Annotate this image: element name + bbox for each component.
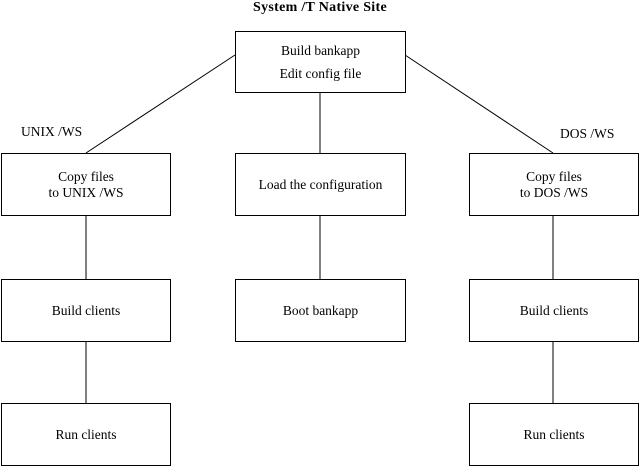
connector-top-to-unix-diagonal — [85, 54, 236, 154]
box-text-line: Load the configuration — [258, 176, 383, 192]
box-boot-bankapp: Boot bankapp — [235, 279, 406, 342]
column-label-unix-ws: UNIX /WS — [21, 124, 83, 139]
box-text-line: Build clients — [519, 302, 589, 318]
box-build-clients-unix: Build clients — [1, 279, 171, 342]
box-load-configuration: Load the configuration — [235, 153, 406, 216]
box-build-bankapp: Build bankapp Edit config file — [235, 31, 406, 93]
box-copy-files-unix: Copy files to UNIX /WS — [1, 153, 171, 216]
box-text-line: Run clients — [523, 426, 585, 442]
column-label-dos-ws: DOS /WS — [560, 126, 615, 141]
box-text-line: Edit config file — [279, 66, 362, 81]
box-run-clients-dos: Run clients — [469, 403, 639, 466]
diagram-title: System /T Native Site — [253, 0, 387, 15]
box-build-clients-dos: Build clients — [469, 279, 639, 342]
box-text-line: to UNIX /WS — [48, 184, 124, 200]
box-text-line: Run clients — [55, 426, 117, 442]
box-text-line: to DOS /WS — [519, 184, 589, 200]
box-copy-files-dos: Copy files to DOS /WS — [469, 153, 639, 216]
box-text-line: Build clients — [51, 302, 121, 318]
box-text-line: Copy files — [526, 168, 582, 184]
box-text-line: Build bankapp — [280, 43, 361, 58]
box-text-line: Boot bankapp — [282, 302, 359, 318]
connector-top-to-dos-diagonal — [404, 54, 554, 154]
box-run-clients-unix: Run clients — [1, 403, 171, 466]
box-text-line: Copy files — [58, 168, 114, 184]
